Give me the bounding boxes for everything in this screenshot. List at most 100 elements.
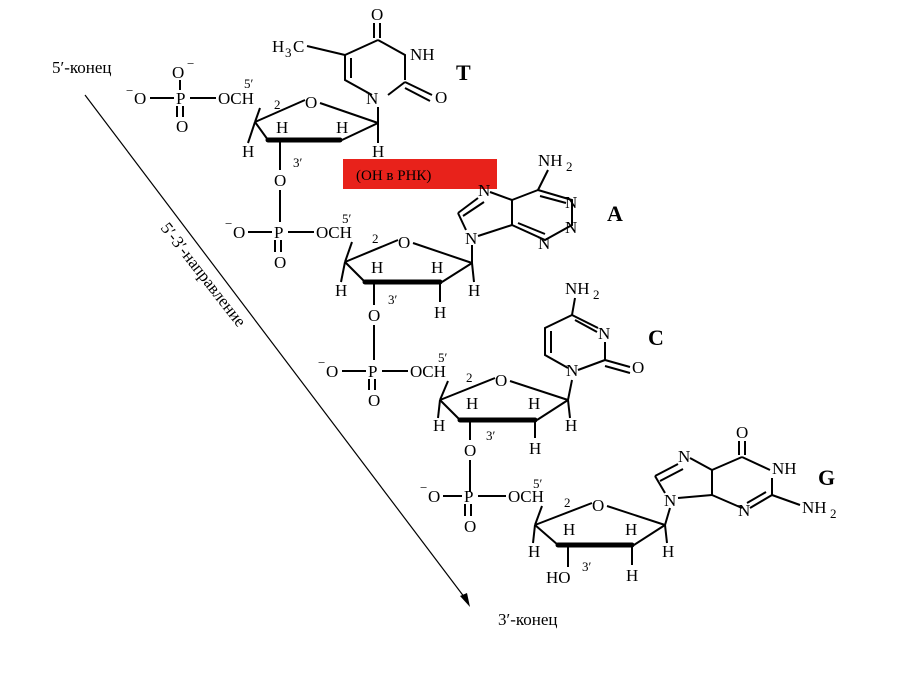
svg-text:O: O [632, 358, 644, 377]
svg-text:3′: 3′ [486, 428, 496, 443]
phosphate-group-1: O − − O P O OCH 2 5′ [126, 56, 281, 136]
svg-text:H: H [528, 542, 540, 561]
deoxyribose-3: O H H H H H 3′ O [433, 371, 577, 492]
nucleotide-thymine: O − − O P O OCH 2 5′ O H H H H [126, 5, 497, 222]
deoxyribose-4: O H H H H H 3′ HO [528, 496, 674, 587]
svg-text:H: H [434, 303, 446, 322]
svg-text:N: N [598, 324, 610, 343]
svg-text:O: O [592, 496, 604, 515]
svg-text:N: N [738, 501, 750, 520]
svg-text:NH: NH [410, 45, 435, 64]
svg-text:O: O [435, 88, 447, 107]
three-prime-end-label: 3′-конец [498, 610, 558, 629]
nucleotide-guanine: − O P O OCH 2 5′ O H H H H [420, 423, 837, 587]
svg-text:OCH: OCH [316, 223, 352, 242]
svg-text:O: O [368, 391, 380, 410]
svg-text:P: P [368, 362, 377, 381]
deoxyribose-2: O H H H H H 3′ O [335, 233, 480, 360]
svg-text:N: N [465, 229, 477, 248]
svg-text:OCH: OCH [508, 487, 544, 506]
svg-text:H: H [272, 37, 284, 56]
svg-text:G: G [818, 465, 835, 490]
five-prime-end-label: 5′-конец [52, 58, 112, 77]
thymine-base: O NH O N H 3 C T [272, 5, 471, 123]
svg-text:T: T [456, 60, 471, 85]
svg-text:O: O [371, 5, 383, 24]
svg-text:O: O [464, 441, 476, 460]
svg-text:2: 2 [593, 287, 600, 302]
svg-text:N: N [366, 89, 378, 108]
svg-text:3′: 3′ [388, 292, 398, 307]
svg-text:N: N [678, 447, 690, 466]
svg-text:H: H [372, 142, 384, 161]
svg-text:O: O [464, 517, 476, 536]
svg-text:N: N [478, 181, 490, 200]
svg-text:O: O [233, 223, 245, 242]
svg-text:P: P [464, 487, 473, 506]
svg-text:H: H [662, 542, 674, 561]
svg-text:2: 2 [372, 231, 379, 246]
svg-text:N: N [538, 234, 550, 253]
nucleotide-cytosine: − O P O OCH 2 5′ O H H H H [318, 279, 664, 492]
svg-text:2: 2 [274, 97, 281, 112]
cytosine-base: NH 2 N O N C [544, 279, 664, 401]
svg-text:−: − [318, 355, 325, 370]
rna-note-text: (ОН в РНК) [356, 168, 431, 184]
svg-text:O: O [368, 306, 380, 325]
svg-text:C: C [648, 325, 664, 350]
svg-text:P: P [176, 89, 185, 108]
svg-text:H: H [565, 416, 577, 435]
adenine-base: NH 2 N N N N N A [457, 151, 623, 263]
svg-text:O: O [398, 233, 410, 252]
svg-text:O: O [736, 423, 748, 442]
nucleotide-adenine: − O P O OCH 2 5′ O H H H H [225, 151, 623, 360]
svg-text:5′: 5′ [342, 211, 352, 226]
svg-text:O: O [172, 63, 184, 82]
svg-text:P: P [274, 223, 283, 242]
svg-text:−: − [420, 480, 427, 495]
svg-text:H: H [336, 118, 348, 137]
svg-text:NH: NH [565, 279, 590, 298]
svg-text:H: H [529, 439, 541, 458]
svg-text:O: O [274, 253, 286, 272]
svg-text:HO: HO [546, 568, 571, 587]
svg-text:C: C [293, 37, 304, 56]
svg-text:H: H [563, 520, 575, 539]
svg-text:O: O [134, 89, 146, 108]
svg-text:OCH: OCH [218, 89, 254, 108]
svg-text:NH: NH [802, 498, 827, 517]
svg-text:O: O [305, 93, 317, 112]
rna-note-badge: (ОН в РНК) [343, 159, 497, 189]
svg-text:OCH: OCH [410, 362, 446, 381]
svg-text:N: N [566, 361, 578, 380]
svg-text:−: − [187, 56, 194, 71]
svg-text:H: H [431, 258, 443, 277]
svg-text:2: 2 [566, 159, 573, 174]
svg-text:H: H [468, 281, 480, 300]
svg-text:H: H [466, 394, 478, 413]
svg-text:O: O [326, 362, 338, 381]
svg-text:O: O [176, 117, 188, 136]
svg-text:2: 2 [830, 506, 837, 521]
svg-text:−: − [225, 216, 232, 231]
svg-text:O: O [495, 371, 507, 390]
svg-text:3′: 3′ [582, 559, 592, 574]
svg-text:H: H [626, 566, 638, 585]
svg-text:2: 2 [466, 370, 473, 385]
svg-text:5′: 5′ [533, 476, 543, 491]
svg-text:O: O [274, 171, 286, 190]
svg-text:H: H [371, 258, 383, 277]
svg-text:2: 2 [564, 495, 571, 510]
direction-arrow [84, 94, 470, 607]
svg-text:3′: 3′ [293, 155, 303, 170]
phosphate-group-3: − O P O OCH 2 5′ [318, 350, 473, 410]
deoxyribose-1: O H H H H 3′ O [242, 93, 384, 222]
svg-text:5′: 5′ [438, 350, 448, 365]
svg-text:3: 3 [285, 45, 292, 60]
svg-text:N: N [664, 491, 676, 510]
svg-text:H: H [242, 142, 254, 161]
phosphate-group-2: − O P O OCH 2 5′ [225, 211, 379, 272]
svg-text:N: N [565, 218, 577, 237]
svg-text:NH: NH [538, 151, 563, 170]
svg-text:O: O [428, 487, 440, 506]
